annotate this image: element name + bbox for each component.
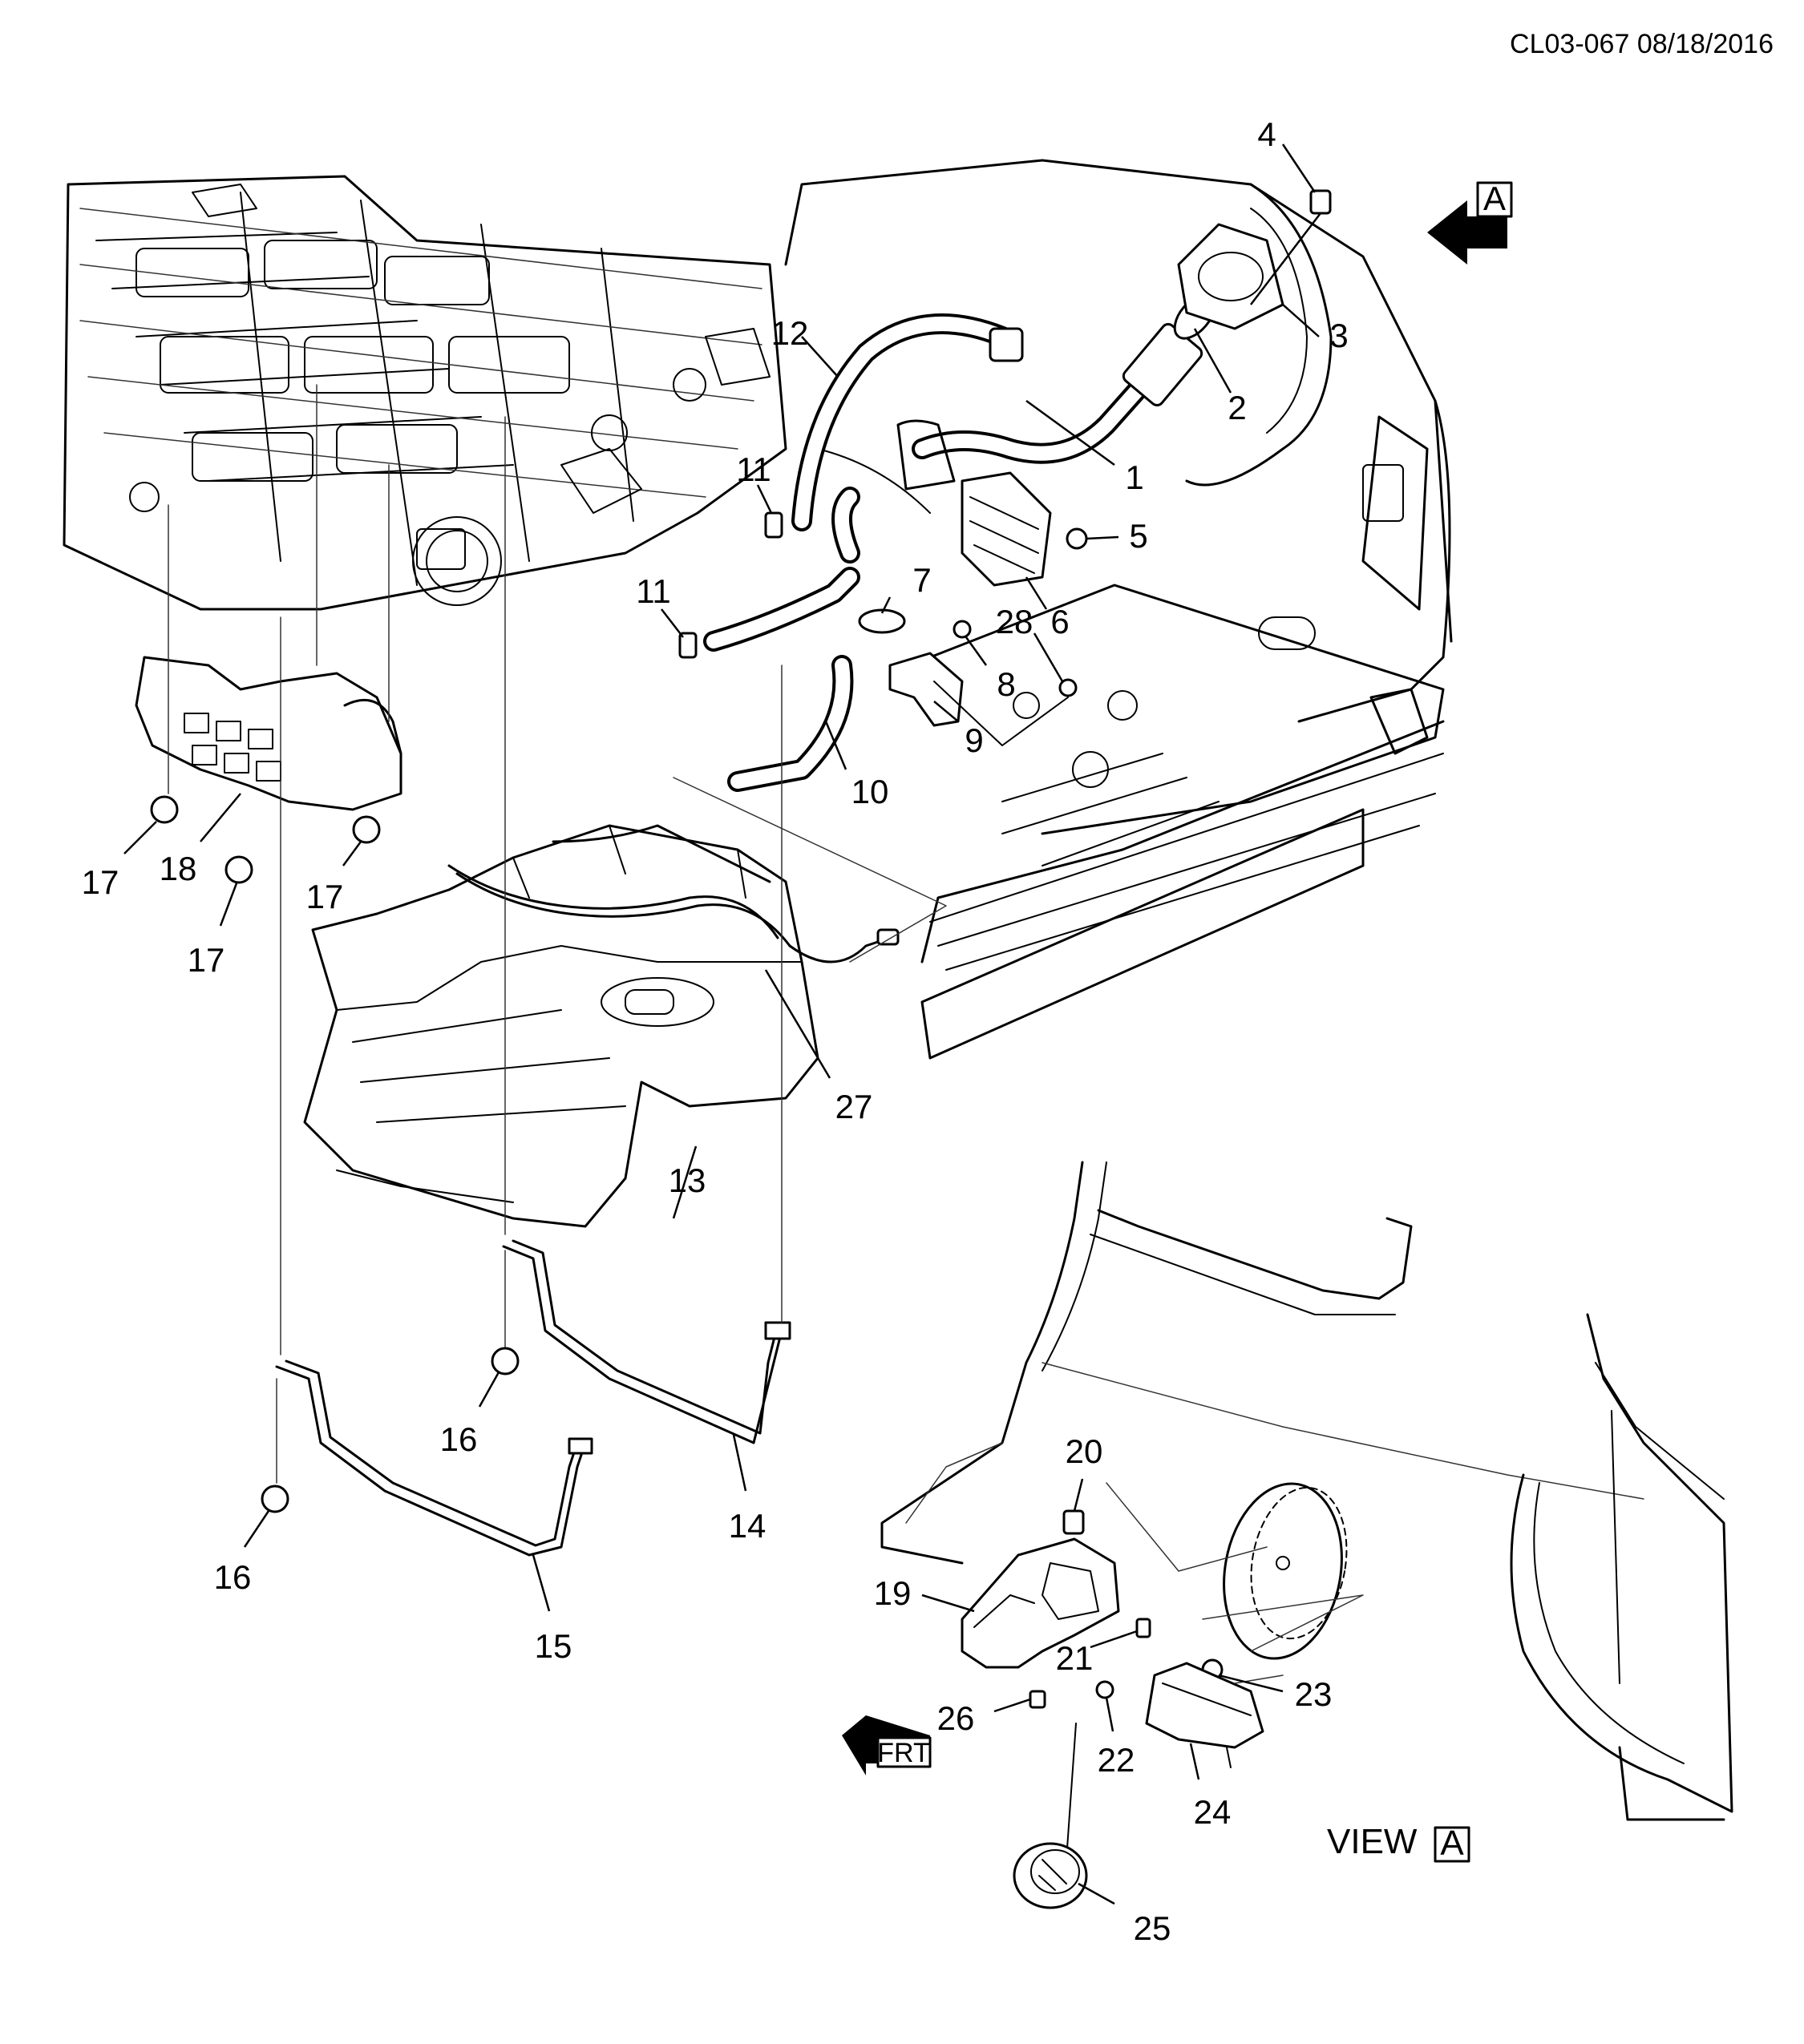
callout-22: 22 bbox=[1098, 1741, 1135, 1779]
housing-bolt bbox=[1250, 189, 1332, 305]
callout-11-lower: 11 bbox=[636, 572, 671, 610]
fuel-filler-door bbox=[1223, 1482, 1348, 1660]
purge-hose bbox=[703, 487, 860, 652]
callout-18: 18 bbox=[160, 850, 197, 887]
callout-2: 2 bbox=[1228, 389, 1246, 426]
callout-9: 9 bbox=[965, 721, 983, 759]
callout-leaders bbox=[123, 143, 1320, 1905]
fill-hose bbox=[727, 655, 854, 792]
callout-8: 8 bbox=[997, 665, 1015, 703]
hose-clip-lower bbox=[678, 632, 698, 659]
view-a-body-panel bbox=[880, 1161, 1733, 1821]
callout-3: 3 bbox=[1329, 317, 1348, 354]
diagram-stamp: CL03-067 08/18/2016 bbox=[1510, 29, 1774, 59]
callout-27: 27 bbox=[835, 1088, 873, 1125]
front-arrow-label: FRT bbox=[877, 1738, 929, 1768]
callout-14: 14 bbox=[729, 1507, 766, 1545]
callout-6: 6 bbox=[1050, 603, 1069, 640]
callout-labels: 1 2 3 4 5 6 7 8 9 10 11 11 12 13 14 15 1… bbox=[82, 115, 1349, 1947]
callout-16-upper: 16 bbox=[440, 1420, 478, 1458]
fuel-fill-housing bbox=[1177, 223, 1284, 330]
fuel-tank bbox=[303, 824, 819, 1228]
fuel-door-housing bbox=[961, 1537, 1120, 1669]
rear-body-structure bbox=[784, 159, 1453, 1060]
underbody-floor-pan bbox=[63, 175, 787, 611]
front-arrow: FRT bbox=[842, 1715, 932, 1775]
callout-15: 15 bbox=[535, 1627, 572, 1665]
callout-4: 4 bbox=[1257, 115, 1276, 153]
hose-clip-upper bbox=[764, 511, 783, 539]
fuel-tank-strap-rear bbox=[502, 1239, 791, 1444]
callout-17-left: 17 bbox=[82, 863, 119, 901]
callout-12: 12 bbox=[771, 314, 809, 352]
callout-16-lower: 16 bbox=[214, 1558, 252, 1596]
shield-nuts bbox=[150, 795, 381, 884]
evap-canister bbox=[961, 471, 1052, 587]
housing-clip bbox=[1029, 1690, 1046, 1709]
view-a-marker-letter: A bbox=[1483, 180, 1506, 217]
callout-7: 7 bbox=[912, 561, 931, 599]
callout-1: 1 bbox=[1125, 458, 1143, 496]
callout-13: 13 bbox=[669, 1161, 706, 1199]
vapor-hose bbox=[791, 313, 1024, 531]
view-a-direction-marker: A bbox=[1427, 180, 1513, 265]
housing-retainer bbox=[1062, 1509, 1085, 1535]
fuel-door-hinge bbox=[1145, 1662, 1264, 1768]
heat-shield bbox=[135, 656, 402, 811]
canister-nut bbox=[1066, 527, 1088, 550]
fuel-filler-pipe bbox=[896, 323, 1203, 491]
hinge-nut-left bbox=[1095, 1680, 1114, 1699]
callout-24: 24 bbox=[1194, 1793, 1232, 1831]
canister-bracket bbox=[888, 620, 1078, 746]
hose-clamp bbox=[858, 608, 906, 634]
fuel-tank-strap-front bbox=[275, 1359, 593, 1557]
view-a-label: VIEW A bbox=[1327, 1822, 1470, 1863]
fuel-lines bbox=[447, 824, 900, 963]
callout-17-bottom: 17 bbox=[188, 941, 225, 979]
callout-10: 10 bbox=[851, 773, 889, 810]
callout-26: 26 bbox=[937, 1699, 975, 1737]
callout-25: 25 bbox=[1134, 1909, 1171, 1947]
callout-23: 23 bbox=[1295, 1675, 1333, 1713]
callout-17-right: 17 bbox=[306, 878, 344, 915]
strap-nuts bbox=[261, 1347, 520, 1513]
callout-19: 19 bbox=[874, 1574, 912, 1612]
callout-11-upper: 11 bbox=[736, 450, 771, 488]
callout-28: 28 bbox=[996, 603, 1033, 640]
callout-20: 20 bbox=[1066, 1432, 1103, 1470]
fuel-cap bbox=[1013, 1723, 1088, 1909]
view-label-letter: A bbox=[1440, 1824, 1464, 1863]
alignment-lines bbox=[168, 384, 947, 1484]
callout-21: 21 bbox=[1056, 1639, 1094, 1677]
callout-5: 5 bbox=[1129, 517, 1147, 555]
view-label-text: VIEW bbox=[1327, 1822, 1418, 1861]
housing-bolt-lower bbox=[1135, 1618, 1151, 1638]
